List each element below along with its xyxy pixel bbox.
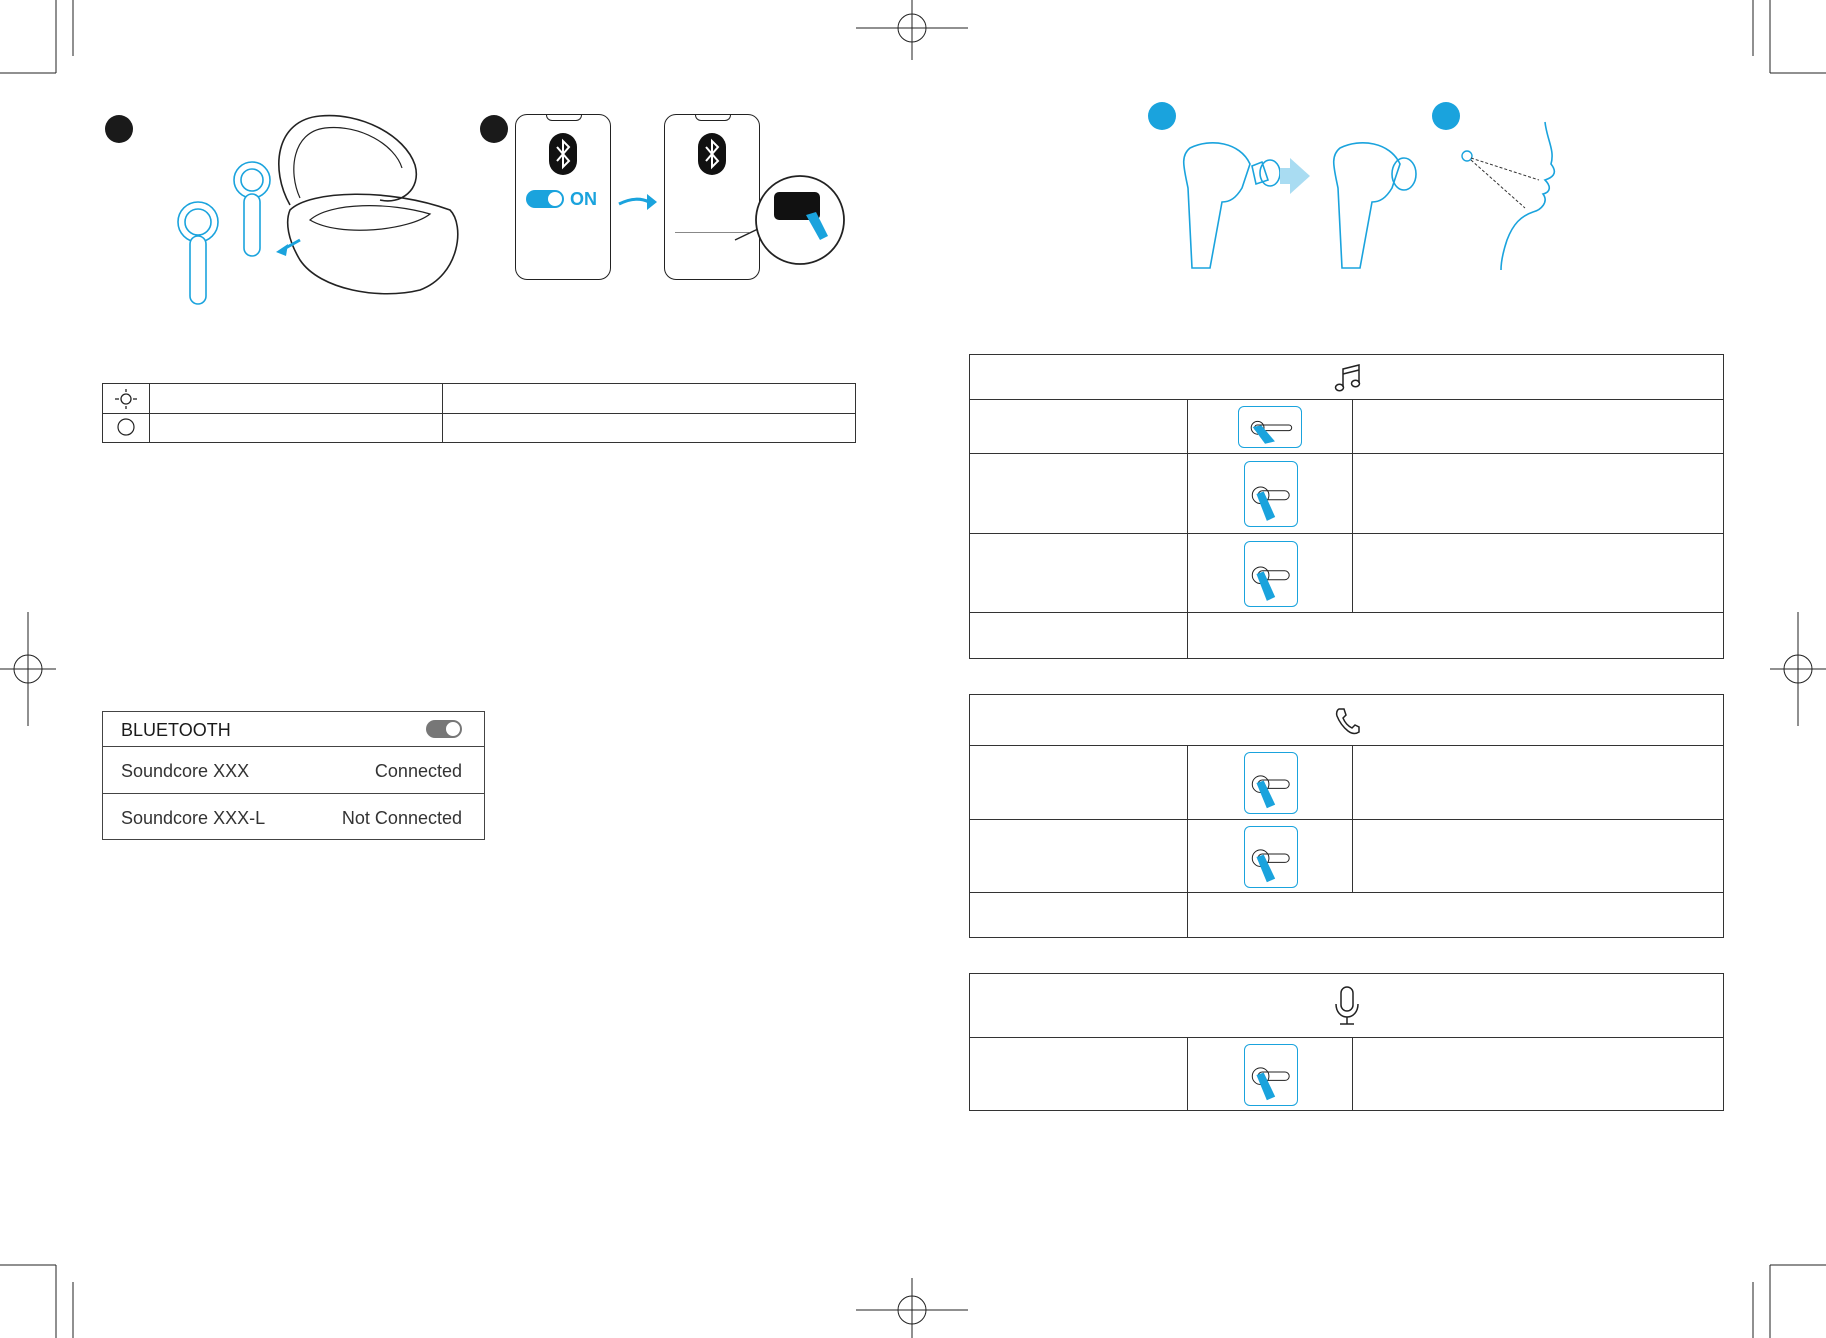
step-badge-4 — [1432, 102, 1460, 130]
call-controls-table — [969, 694, 1724, 938]
earbuds-case-illustration — [177, 114, 459, 305]
finger-tap-icon — [1251, 775, 1290, 809]
voice-assistant-hold-icon — [1244, 1044, 1298, 1106]
finger-tap-icon — [1251, 849, 1290, 883]
finger-tap-icon — [1250, 420, 1293, 444]
step-badge-1 — [105, 115, 133, 143]
play-pause-tap-icon — [1238, 406, 1302, 448]
finger-icon — [1256, 780, 1276, 809]
phone-bluetooth-on: ON — [515, 114, 611, 280]
bluetooth-icon — [549, 133, 577, 175]
earbud-head-icon — [1250, 420, 1265, 435]
finger-tap-icon — [1251, 486, 1290, 521]
device-name: Soundcore XXX — [121, 761, 250, 781]
toggle-on-label: ON — [570, 189, 597, 209]
eartip-illustration — [1182, 142, 1417, 269]
step-badge-3 — [1148, 102, 1176, 130]
microphone-icon — [1335, 986, 1359, 1025]
phone-call-icon — [1335, 708, 1360, 735]
voice-assistant-table — [969, 973, 1724, 1111]
next-track-tap-icon — [1244, 461, 1298, 527]
bluetooth-toggle — [526, 190, 564, 208]
tap-device-callout — [734, 175, 845, 265]
device-row-soundcore-xxx-l[interactable]: Soundcore XXX-L Not Connected — [103, 794, 484, 839]
arrow-icon — [618, 194, 657, 210]
led-off-icon — [117, 418, 135, 436]
bluetooth-settings-panel: BLUETOOTH Soundcore XXX Connected Soundc… — [102, 711, 485, 840]
finger-icon — [1252, 425, 1275, 444]
music-controls-table — [969, 354, 1724, 659]
bluetooth-icon — [698, 133, 726, 175]
bluetooth-toggle-switch[interactable] — [426, 720, 462, 738]
device-status: Connected — [374, 761, 462, 781]
led-blink-icon — [115, 389, 137, 409]
device-row-soundcore-xxx[interactable]: Soundcore XXX Connected — [103, 747, 484, 793]
finger-tap-icon — [1251, 1067, 1290, 1101]
reject-call-hold-icon — [1244, 826, 1298, 888]
finger-icon — [1256, 1072, 1276, 1101]
finger-icon — [1256, 854, 1276, 883]
finger-tap-icon — [1251, 566, 1290, 601]
device-status: Not Connected — [341, 808, 462, 828]
music-note-icon — [1334, 364, 1361, 392]
phone-device-list — [664, 114, 760, 280]
finger-icon — [1256, 571, 1276, 601]
bluetooth-title: BLUETOOTH — [121, 720, 231, 740]
device-name: Soundcore XXX-L — [121, 808, 266, 828]
previous-track-tap-icon — [1244, 541, 1298, 607]
answer-end-call-tap-icon — [1244, 752, 1298, 814]
bluetooth-header-row: BLUETOOTH — [103, 712, 484, 746]
face-mic-illustration — [1461, 121, 1556, 271]
step-badge-2 — [480, 115, 508, 143]
finger-icon — [1256, 491, 1276, 521]
indicator-table — [102, 383, 856, 443]
